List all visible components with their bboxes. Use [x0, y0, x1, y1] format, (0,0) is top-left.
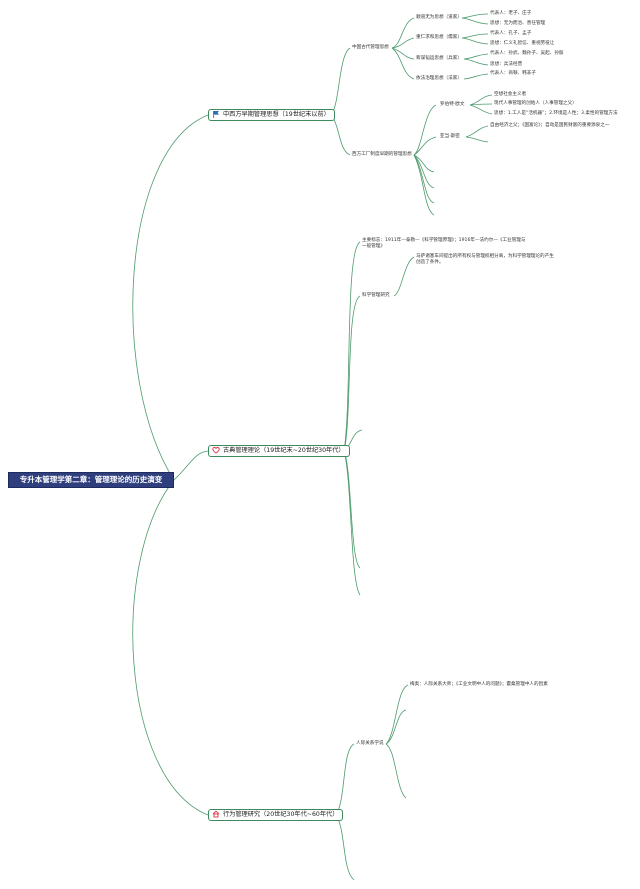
daoist-leaf-1: 代表人：老子、庄子	[490, 11, 532, 16]
root-topic[interactable]: 专升本管理学第二章：管理理论的历史演变	[8, 472, 174, 488]
daoist-node[interactable]: 顺道无为思想（道家）	[416, 15, 462, 20]
western-thought-node[interactable]: 西方工厂制度早期的管理思想	[352, 152, 412, 157]
scientific-management-node[interactable]: 科学管理研究	[362, 293, 390, 298]
strategist-leaf-1: 代表人：孙武、魏孙子、吴起、孙膑	[490, 51, 564, 56]
confucian-node[interactable]: 重仁求和思想（儒家）	[416, 35, 462, 40]
human-relations-node[interactable]: 人际关系学说	[356, 741, 384, 746]
branch-early-thought[interactable]: 中西方早期管理思想（19世纪末以前）	[208, 109, 335, 121]
strategist-leaf-2: 思想：兵法经营	[490, 62, 523, 67]
branch-behavioral[interactable]: 行为管理研究（20世纪30年代~60年代）	[208, 809, 344, 821]
branch-early-thought-label: 中西方早期管理思想（19世纪末以前）	[223, 111, 330, 118]
legalist-leaf-1: 代表人：商鞅、韩非子	[490, 71, 536, 76]
smith-leaf-1: 自由经济之父；《国富论》；自动是国民财富的重要源泉之一	[490, 123, 610, 128]
owen-node[interactable]: 罗伯特·欧文	[440, 102, 465, 107]
strategist-node[interactable]: 筹谋韬运思想（兵家）	[416, 56, 462, 61]
branch-behavioral-label: 行为管理研究（20世纪30年代~60年代）	[223, 811, 339, 818]
branch-classical-theory[interactable]: 古典管理理论（19世纪末~20世纪30年代）	[208, 445, 350, 457]
legalist-node[interactable]: 依法治理思想（法家）	[416, 76, 462, 81]
owen-leaf-2: 现代人事管理的创始人（人事管理之父）	[494, 101, 577, 106]
daoist-leaf-2: 思想：无为而治、善任管理	[490, 21, 546, 26]
house-icon	[212, 810, 220, 818]
heart-icon	[212, 446, 220, 454]
scientific-management-note: 马萨诸塞车间提出的所有权与管理权相分离，为科学管理理论的产生创造了条件。	[416, 254, 554, 265]
confucian-leaf-2: 思想：仁义礼智信、重视劳役让	[490, 41, 555, 46]
confucian-leaf-1: 代表人：孔子、孟子	[490, 31, 532, 36]
owen-leaf-3: 思想：1.工人是“活机器”；2.环境是人性；3.柔性的管理方法	[494, 111, 618, 116]
branch-classical-theory-label: 古典管理理论（19世纪末~20世纪30年代）	[223, 447, 345, 454]
flag-icon	[213, 111, 219, 118]
human-relations-note: 梅奥：人际关系大师；《工业文明中人的问题》；霍桑管理中人的因素	[410, 682, 548, 687]
classical-sign-node[interactable]: 主要标志：1911年—泰勒—《科学管理原理》；1916年—法约尔—《工业管理与一…	[362, 238, 526, 249]
smith-node[interactable]: 亚当·斯密	[440, 134, 460, 139]
owen-leaf-1: 空想社会主义者	[494, 92, 527, 97]
chinese-thought-node[interactable]: 中国古代管理思想	[352, 45, 389, 50]
